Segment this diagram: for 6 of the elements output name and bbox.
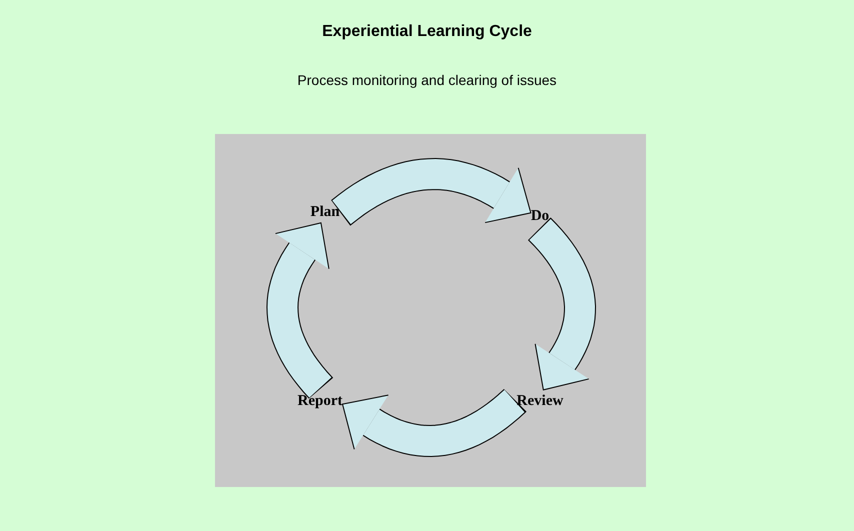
stage-label: Report xyxy=(298,390,342,412)
stage-label: Do xyxy=(530,204,550,228)
title: Experiential Learning Cycle xyxy=(322,22,532,42)
stage-label: Plan xyxy=(310,200,340,224)
stage-label: Review xyxy=(516,390,564,412)
subtitle: Process monitoring and clearing of issues xyxy=(297,71,557,90)
